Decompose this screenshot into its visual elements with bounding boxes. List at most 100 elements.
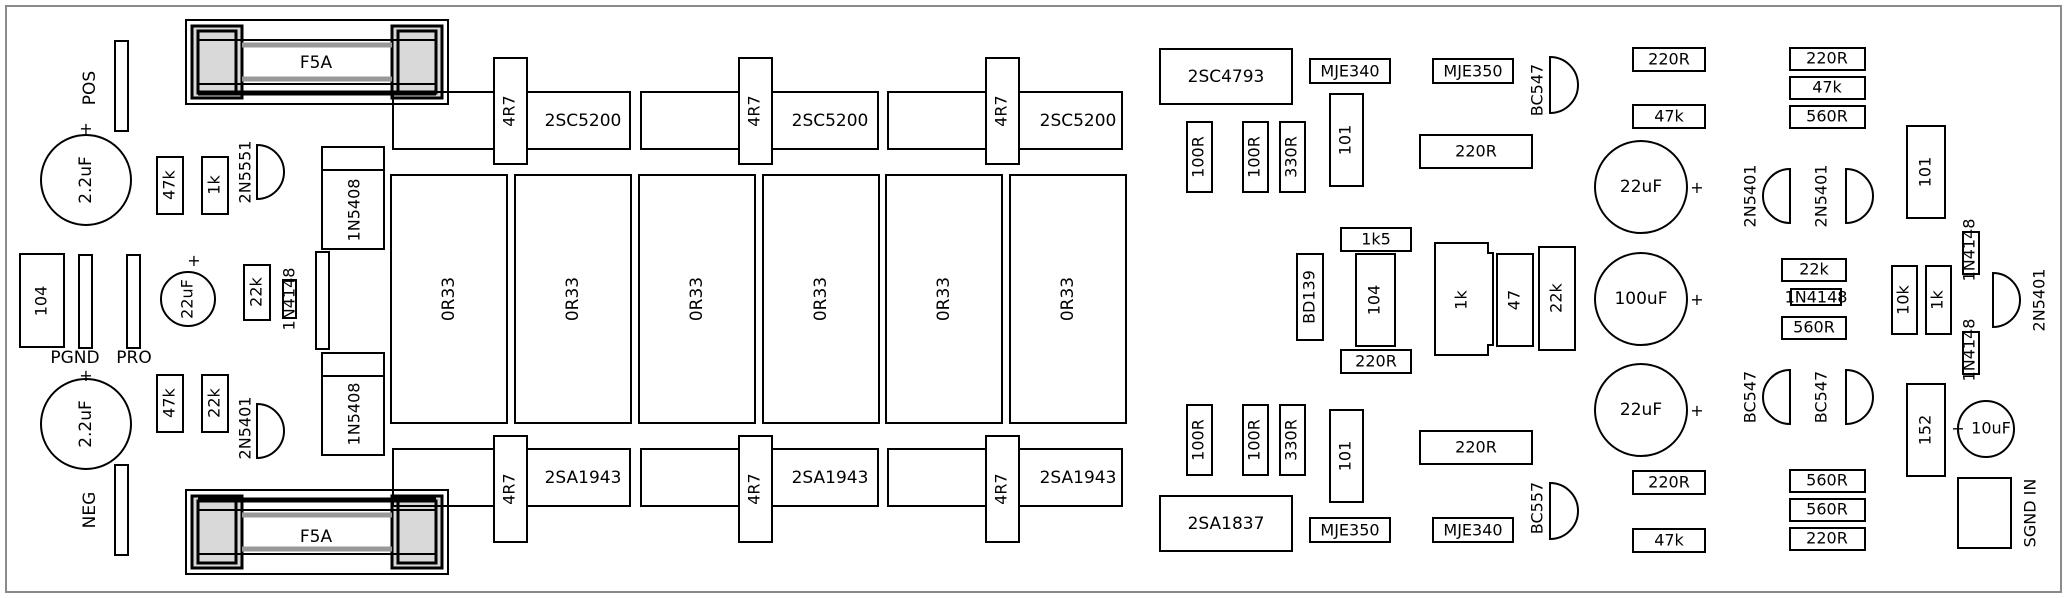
q-bc557-bot <box>1549 481 1579 541</box>
d1n4148-mid <box>1790 288 1842 306</box>
d1n4148-r1-label: 1N4148 <box>1960 219 1979 282</box>
pos-label: POS <box>80 71 100 105</box>
r220r-a <box>1419 134 1533 169</box>
r220r-f-label: 220R <box>1806 49 1848 68</box>
rout-1 <box>493 57 528 165</box>
pgnd-label: PGND <box>50 348 99 368</box>
sgnd-in-label: SGND IN <box>2021 479 2040 548</box>
q-bc547-a-label: BC547 <box>1741 371 1760 423</box>
q-2n5551 <box>256 143 285 201</box>
cap-22uf-bot-label: 22uF <box>1620 400 1662 420</box>
cap-10uf-plus: + <box>1951 419 1964 438</box>
rout-5 <box>738 435 773 543</box>
pot-1k-label: 1k <box>1452 290 1471 310</box>
c101-right <box>1906 125 1946 219</box>
r220r-b <box>1419 430 1533 465</box>
r1k-right <box>1925 265 1952 335</box>
r330r-bot-label: 330R <box>1282 419 1301 461</box>
d1n4148-r1 <box>1962 231 1980 275</box>
cap-22uf-bot-plus: + <box>1690 401 1703 420</box>
c104-mid <box>1355 253 1396 347</box>
r10k-label: 10k <box>1894 284 1913 314</box>
npn-out-1-label: 2SC5200 <box>545 111 622 131</box>
emitter-r-1 <box>390 174 508 424</box>
emitter-r-1-label: 0R33 <box>439 277 459 321</box>
d-1n5408-bot <box>321 352 385 456</box>
rout-6-label: 4R7 <box>992 473 1011 504</box>
pgnd-connector <box>78 254 93 349</box>
c101-top-label: 101 <box>1336 125 1355 156</box>
fuse-bottom <box>185 489 449 575</box>
drv-2sc4793-label: 2SC4793 <box>1188 67 1265 87</box>
r560r-b <box>1781 316 1847 340</box>
r560r-d-label: 560R <box>1806 500 1848 519</box>
d-1n5408-top <box>321 146 385 250</box>
pro-label: PRO <box>116 348 151 368</box>
c101-bot-label: 101 <box>1336 441 1355 472</box>
r47k-top-label: 47k <box>160 169 179 199</box>
rout-5-label: 4R7 <box>745 473 764 504</box>
c104-mid-label: 104 <box>1365 285 1384 316</box>
cap-10uf <box>1957 400 2015 458</box>
c152-label: 152 <box>1916 415 1935 446</box>
q-2n5401-left <box>256 402 285 460</box>
c152 <box>1906 383 1946 477</box>
emitter-r-6 <box>1009 174 1127 424</box>
r560r-a <box>1789 105 1866 129</box>
fuse-top-label: F5A <box>300 53 333 73</box>
mje350-bot-label: MJE350 <box>1320 521 1379 540</box>
r47k-e <box>1789 76 1866 100</box>
pot-1k <box>1434 242 1494 356</box>
mje350-top <box>1432 58 1514 84</box>
cap-100uf-plus: + <box>1690 290 1703 309</box>
q-bc547-a <box>1762 368 1791 426</box>
r220r-g <box>1789 527 1866 551</box>
d-1n5408-top-label: 1N5408 <box>345 179 364 242</box>
r220r-e-label: 220R <box>1648 473 1690 492</box>
r22k-bot <box>201 374 229 433</box>
r100r-4 <box>1242 404 1269 476</box>
r10k <box>1891 265 1918 335</box>
pnp-out-2-label: 2SA1943 <box>792 468 869 488</box>
fuse-bottom-label: F5A <box>300 527 333 547</box>
board-outline <box>5 5 2062 593</box>
pro-connector <box>126 254 141 349</box>
q2n5401-right-label: 2N5401 <box>2030 269 2049 332</box>
cap-22uf-top-label: 22uF <box>1620 177 1662 197</box>
r220r-c <box>1340 349 1412 374</box>
r220r-b-label: 220R <box>1455 438 1497 457</box>
d1n4148-r2 <box>1962 331 1980 375</box>
rout-6 <box>985 435 1020 543</box>
c104-left-label: 104 <box>32 286 51 317</box>
bd139-label: BD139 <box>1300 270 1319 324</box>
q-2n5401-left-label: 2N5401 <box>236 397 255 460</box>
c101-right-label: 101 <box>1916 157 1935 188</box>
r560r-a-label: 560R <box>1806 107 1848 126</box>
mje340-top <box>1309 58 1391 84</box>
r560r-d <box>1789 498 1866 522</box>
c101-top <box>1329 93 1364 187</box>
emitter-r-2-label: 0R33 <box>563 277 583 321</box>
cap-22uf-top-plus: + <box>1690 178 1703 197</box>
r47k-d-label: 47k <box>1654 531 1684 550</box>
r560r-b-label: 560R <box>1793 318 1835 337</box>
emitter-r-5-label: 0R33 <box>934 277 954 321</box>
r220r-a-label: 220R <box>1455 142 1497 161</box>
mje340-bot <box>1432 517 1514 543</box>
r100r-3 <box>1186 404 1213 476</box>
pos-connector <box>114 40 129 132</box>
rout-1-label: 4R7 <box>500 95 519 126</box>
r22k-mid-label: 22k <box>247 276 266 306</box>
rout-2 <box>738 57 773 165</box>
cap-10uf-label: 10uF <box>1971 419 2011 438</box>
rout-4-label: 4R7 <box>500 473 519 504</box>
emitter-r-6-label: 0R33 <box>1058 277 1078 321</box>
r47 <box>1496 253 1534 347</box>
sgnd-in-connector <box>1957 477 2012 549</box>
q-bc557-bot-label: BC557 <box>1528 482 1547 534</box>
cap-22uf-bot <box>1594 363 1688 457</box>
r330r-top-label: 330R <box>1282 136 1301 178</box>
q-bc547-top-label: BC547 <box>1528 64 1547 116</box>
r1k5 <box>1340 227 1412 252</box>
